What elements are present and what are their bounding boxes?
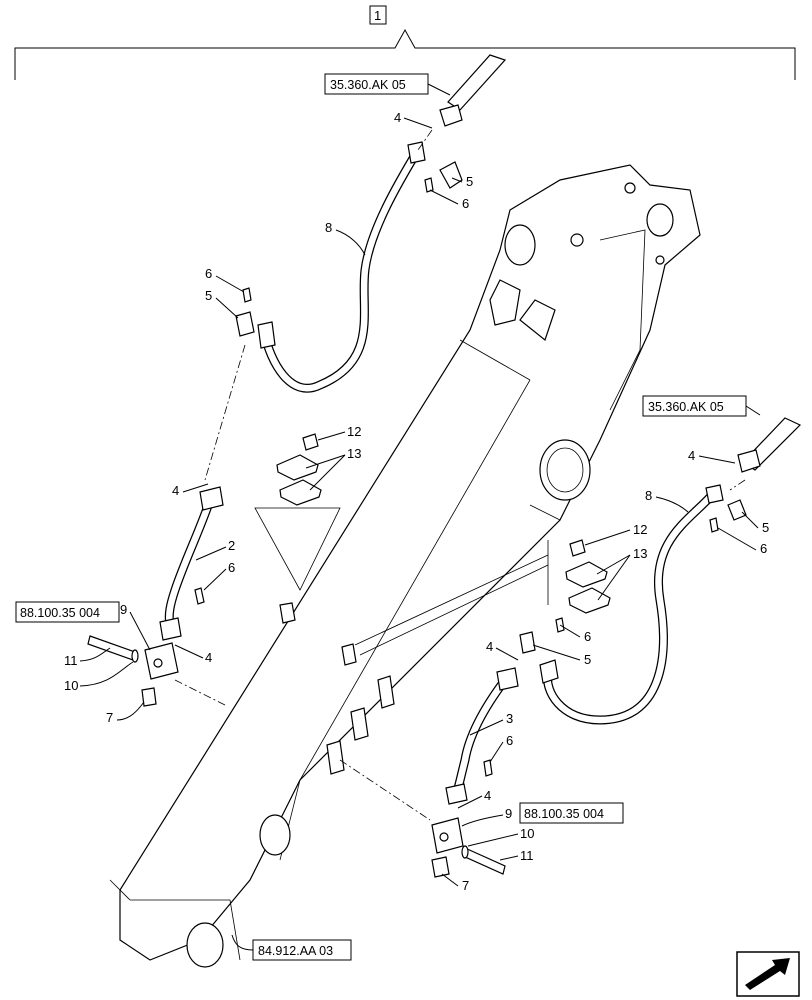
callout-3: 3 xyxy=(506,711,513,726)
callout-6: 6 xyxy=(228,560,235,575)
callout-6: 6 xyxy=(584,629,591,644)
svg-text:84.912.AA 03: 84.912.AA 03 xyxy=(258,944,333,958)
clamp-detail-left xyxy=(254,433,341,591)
ref-top-hose: 35.360.AK 05 xyxy=(324,73,451,96)
callout-11: 11 xyxy=(520,848,534,863)
callout-12: 12 xyxy=(633,522,647,537)
callout-5: 5 xyxy=(466,174,473,189)
ref-boom: 84.912.AA 03 xyxy=(231,934,352,961)
callout-11: 11 xyxy=(64,653,78,668)
arrow-next-icon[interactable] xyxy=(736,951,800,997)
callout-13: 13 xyxy=(347,446,361,461)
callout-6: 6 xyxy=(462,196,469,211)
callout-7: 7 xyxy=(462,878,469,893)
callout-7: 7 xyxy=(106,710,113,725)
left-hose-assembly xyxy=(87,54,507,707)
ref-right-block: 88.100.35 004 xyxy=(519,802,624,824)
ref-left-block: 88.100.35 004 xyxy=(15,601,120,623)
callout-2: 2 xyxy=(228,538,235,553)
svg-text:88.100.35 004: 88.100.35 004 xyxy=(20,606,100,620)
callout-5: 5 xyxy=(584,652,591,667)
callout-12: 12 xyxy=(347,424,361,439)
boom-arm xyxy=(109,164,701,968)
callout-4: 4 xyxy=(688,448,695,463)
svg-text:35.360.AK 05: 35.360.AK 05 xyxy=(648,400,724,414)
svg-text:88.100.35 004: 88.100.35 004 xyxy=(524,807,604,821)
callout-4: 4 xyxy=(205,650,212,665)
callout-10: 10 xyxy=(520,826,534,841)
callout-4: 4 xyxy=(394,110,401,125)
callout-6: 6 xyxy=(506,733,513,748)
callout-10: 10 xyxy=(64,678,78,693)
callout-9: 9 xyxy=(505,806,512,821)
callout-4: 4 xyxy=(172,483,179,498)
callout-4: 4 xyxy=(484,788,491,803)
callout-8: 8 xyxy=(325,220,332,235)
top-hose-line xyxy=(447,54,507,111)
callout-6: 6 xyxy=(205,266,212,281)
right-hose-assembly xyxy=(339,417,802,878)
callout-6: 6 xyxy=(760,541,767,556)
assembly-bracket: 1 xyxy=(14,5,796,80)
assembly-brace xyxy=(14,28,796,80)
assembly-number: 1 xyxy=(374,8,381,23)
ref-right-hose: 35.360.AK 05 xyxy=(642,395,761,417)
callout-4: 4 xyxy=(486,639,493,654)
callout-13: 13 xyxy=(633,546,647,561)
callouts: 4 5 6 8 6 5 4 2 6 9 4 11 10 7 12 13 4 8 xyxy=(64,110,769,893)
svg-text:35.360.AK 05: 35.360.AK 05 xyxy=(330,78,406,92)
callout-5: 5 xyxy=(762,520,769,535)
callout-9: 9 xyxy=(120,602,127,617)
callout-8: 8 xyxy=(645,488,652,503)
assembly-number-box xyxy=(369,5,387,25)
hose-8-right xyxy=(543,491,716,725)
callout-5: 5 xyxy=(205,288,212,303)
top-hose-fitting xyxy=(439,104,463,127)
clamp-detail-right xyxy=(354,539,611,656)
